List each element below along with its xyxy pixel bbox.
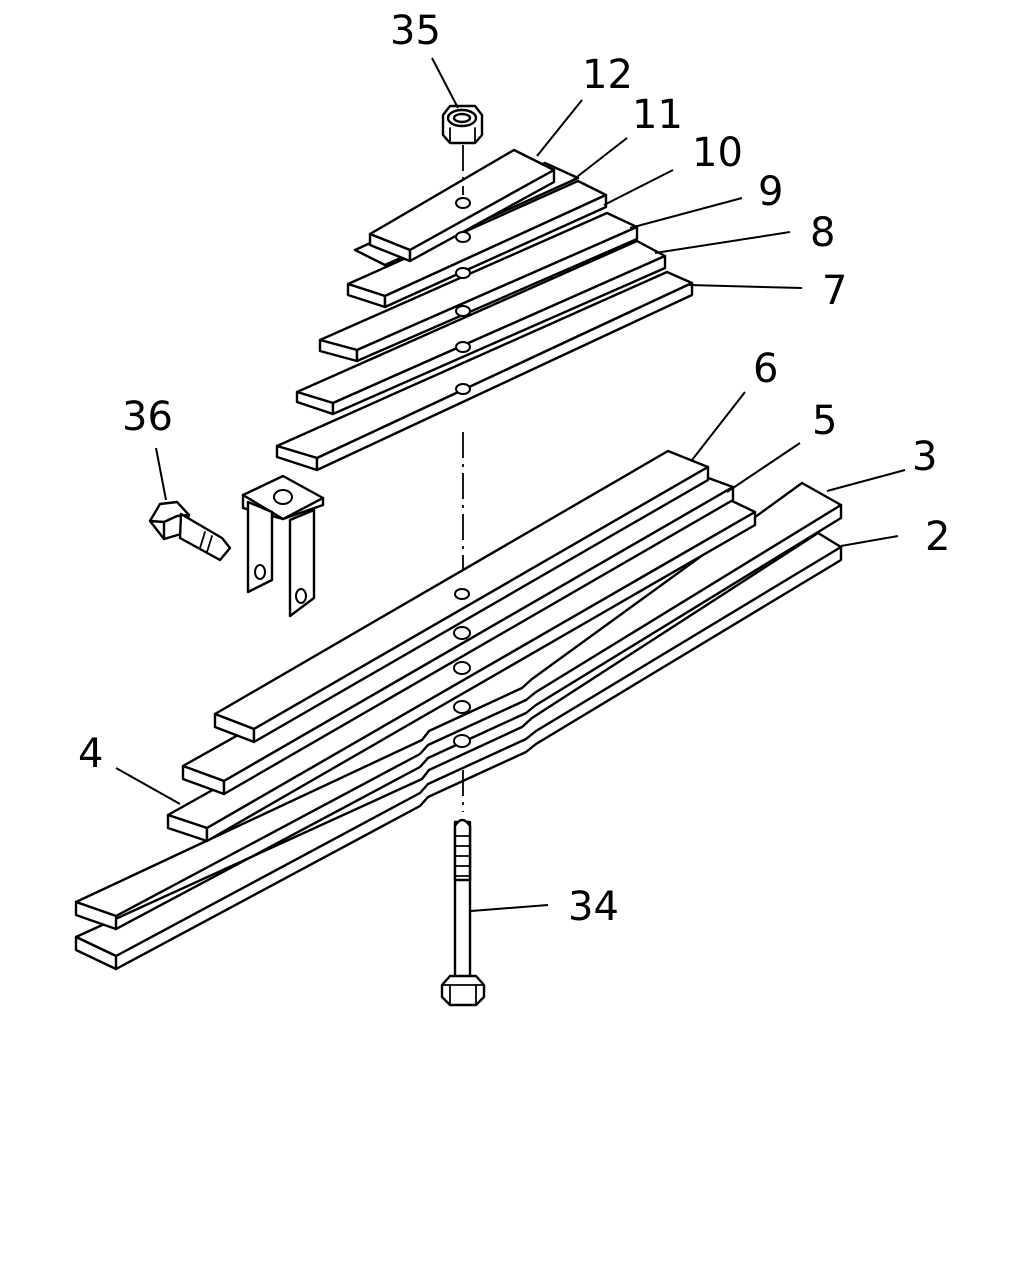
callout-34: 34 [568,884,619,930]
callout-6: 6 [753,346,778,392]
nut-35 [441,104,484,145]
callout-12: 12 [582,52,633,98]
upper-leaf-pack [275,148,694,472]
callouts: 35 12 11 10 9 8 7 36 6 5 3 2 4 34 [78,8,950,930]
callout-35: 35 [390,8,441,54]
spring-clip-bracket [241,474,325,618]
lower-leaf-pack [74,449,843,971]
callout-36: 36 [122,394,173,440]
callout-11: 11 [632,92,683,138]
callout-4: 4 [78,731,103,777]
callout-2: 2 [925,514,950,560]
callout-8: 8 [810,210,835,256]
upper-pack-center-holes [455,197,471,395]
leaf-7 [275,270,694,472]
leaf-2 [74,531,843,971]
callout-10: 10 [692,130,743,176]
leaf-8 [295,239,667,416]
callout-7: 7 [822,268,847,314]
center-bolt-34 [440,818,486,1007]
callout-3: 3 [912,434,937,480]
bolt-36 [148,500,232,562]
leader-lines [115,57,906,912]
center-bolt-head [440,974,486,1007]
callout-5: 5 [812,398,837,444]
leaf-3 [74,481,843,931]
callout-9: 9 [758,169,783,215]
lower-pack-center-holes [453,588,471,748]
leaf-10 [346,179,608,309]
